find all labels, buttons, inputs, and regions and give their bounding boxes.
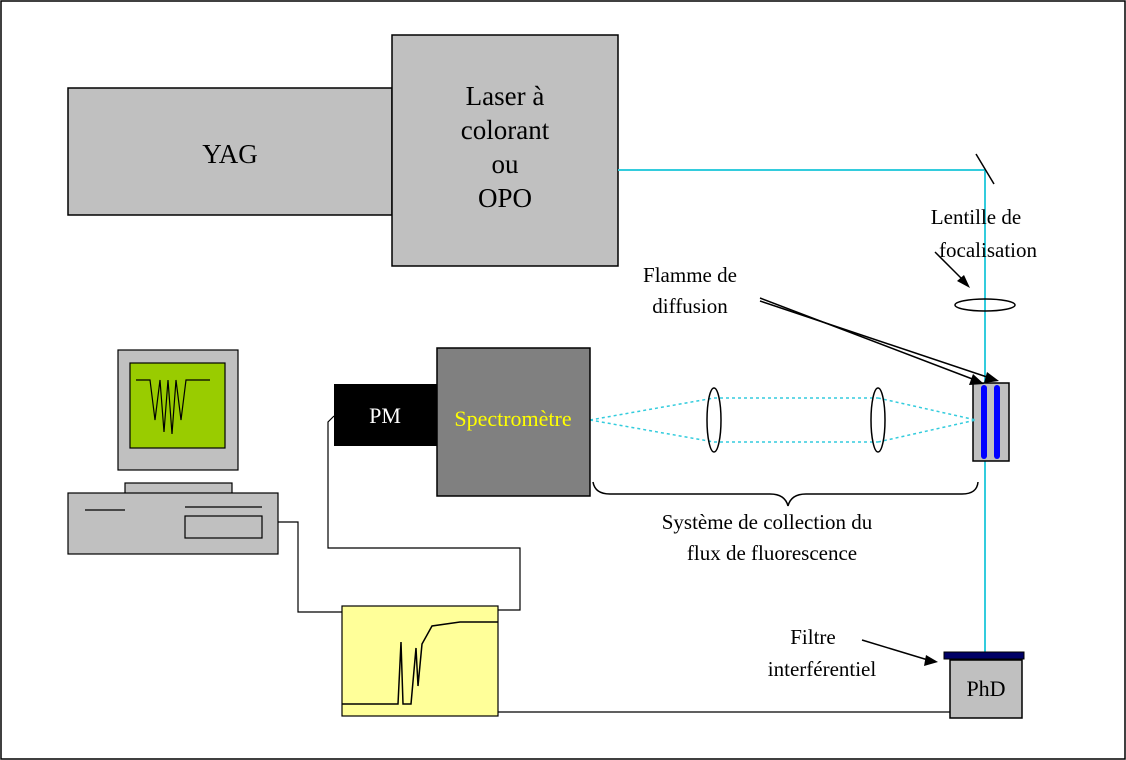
collection-lens-2	[870, 387, 886, 453]
dye-laser-opo: Laser à colorant ou OPO	[391, 34, 619, 267]
flame-label-line2: diffusion	[652, 294, 728, 318]
desktop-computer-icon	[67, 349, 279, 555]
filter-pointer-arrow	[861, 639, 938, 666]
yag-laser: YAG	[67, 87, 393, 216]
interference-filter	[943, 651, 1025, 660]
collection-label-line1: Système de collection du	[662, 510, 873, 534]
laser-label-line4: OPO	[478, 183, 532, 213]
filter-label-line2: interférentiel	[768, 657, 877, 681]
signal-cables	[278, 415, 950, 713]
lens-label-line2: focalisation	[939, 238, 1037, 262]
collection-lens-1	[706, 387, 722, 453]
photomultiplier: PM	[334, 384, 437, 446]
fluorescence-collection-path	[589, 397, 977, 443]
filter-label-line1: Filtre	[790, 625, 836, 649]
spectrometer: Spectromètre	[436, 347, 591, 497]
phd-label: PhD	[966, 676, 1005, 701]
flame-pointer-arrows	[759, 297, 999, 385]
monitor-screen	[129, 362, 226, 449]
collection-system-brace	[592, 481, 979, 507]
laser-label-line1: Laser à	[466, 81, 545, 111]
flame-burner	[972, 382, 1010, 462]
lens-label-line1: Lentille de	[931, 205, 1021, 229]
oscilloscope-icon	[341, 605, 499, 717]
photodiode: PhD	[949, 659, 1023, 719]
turning-mirror	[975, 153, 995, 185]
flame-label-line1: Flamme de	[643, 263, 737, 287]
lens-pointer-arrow	[934, 251, 970, 288]
pm-label: PM	[369, 403, 401, 428]
focusing-lens	[954, 298, 1016, 312]
computer-case	[67, 492, 279, 555]
screen-spectrum-trace	[136, 379, 210, 435]
collection-label-line2: flux de fluorescence	[687, 541, 857, 565]
laser-label-line2: colorant	[461, 115, 550, 145]
spectrometer-label: Spectromètre	[454, 406, 571, 431]
yag-label: YAG	[202, 139, 258, 169]
laser-label-line3: ou	[492, 149, 520, 179]
